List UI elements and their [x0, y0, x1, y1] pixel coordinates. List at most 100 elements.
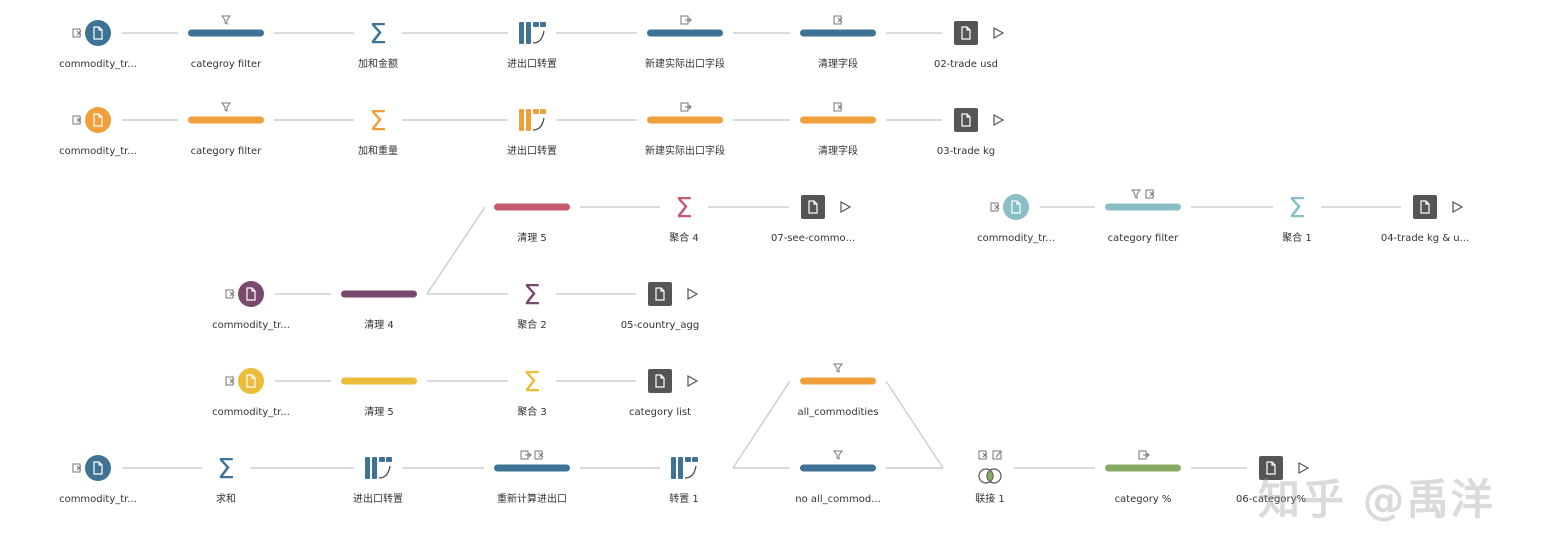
flow-step-clean[interactable]: categroy filter	[188, 15, 264, 70]
sigma-icon[interactable]: Σ	[369, 17, 387, 50]
input-node[interactable]	[85, 20, 111, 46]
flow-step-output[interactable]: 03-trade kg	[937, 108, 1005, 157]
pivot-icon[interactable]	[519, 22, 546, 44]
clean-step-bar[interactable]	[800, 29, 876, 37]
flow-step-aggregate[interactable]: Σ聚合 4	[669, 191, 699, 244]
flow-step-clean[interactable]: no all_commod...	[795, 450, 881, 505]
flow-step-input[interactable]: commodity_tr...	[212, 368, 290, 418]
run-flow-icon[interactable]	[1452, 200, 1464, 214]
run-flow-icon[interactable]	[993, 113, 1005, 127]
clean-step-bar[interactable]	[800, 377, 876, 385]
sigma-icon[interactable]: Σ	[523, 365, 541, 398]
flow-step-input[interactable]: commodity_tr...	[59, 455, 137, 505]
filter-icon	[221, 102, 231, 112]
flow-step-pivot[interactable]: 转置 1	[669, 457, 699, 505]
input-node[interactable]	[238, 368, 264, 394]
clean-step-bar[interactable]	[494, 203, 570, 211]
clean-step-bar[interactable]	[188, 116, 264, 124]
flow-step-label: commodity_tr...	[59, 494, 137, 505]
flow-step-label: category %	[1115, 494, 1172, 505]
document-icon	[1266, 461, 1276, 475]
flow-step-output[interactable]: 02-trade usd	[934, 21, 1005, 70]
flow-step-pivot[interactable]: 进出口转置	[507, 22, 557, 70]
flow-step-label: commodity_tr...	[212, 407, 290, 418]
document-icon	[93, 113, 103, 127]
flow-step-pivot[interactable]: 进出口转置	[353, 457, 403, 505]
clean-step-bar[interactable]	[647, 116, 723, 124]
flow-step-clean[interactable]: category %	[1105, 450, 1181, 505]
flow-step-output[interactable]: 04-trade kg & u...	[1381, 195, 1469, 244]
input-node[interactable]	[85, 455, 111, 481]
clean-step-bar[interactable]	[188, 29, 264, 37]
input-node[interactable]	[238, 281, 264, 307]
clean-step-bar[interactable]	[647, 29, 723, 37]
flow-step-input[interactable]: commodity_tr...	[59, 20, 137, 70]
flow-step-input[interactable]: commodity_tr...	[977, 194, 1055, 244]
flow-step-aggregate[interactable]: Σ求和	[216, 452, 236, 505]
clean-step-bar[interactable]	[1105, 203, 1181, 211]
flow-step-output[interactable]: 05-country_agg	[621, 282, 699, 331]
output-node[interactable]	[1413, 195, 1437, 219]
flow-step-clean[interactable]: 新建实际出口字段	[645, 15, 725, 70]
flow-step-output[interactable]: category list	[629, 369, 699, 418]
flow-step-clean[interactable]: all_commodities	[797, 363, 879, 418]
flow-step-input[interactable]: commodity_tr...	[212, 281, 290, 331]
output-node[interactable]	[801, 195, 825, 219]
sigma-icon[interactable]: Σ	[369, 104, 387, 137]
flow-step-aggregate[interactable]: Σ聚合 2	[517, 278, 547, 331]
flow-step-input[interactable]: commodity_tr...	[59, 107, 137, 157]
flow-step-clean[interactable]: category filter	[188, 102, 264, 157]
pivot-icon[interactable]	[671, 457, 698, 479]
flow-step-clean[interactable]: 清理字段	[800, 15, 876, 70]
calc-field-icon	[680, 102, 692, 112]
flow-step-aggregate[interactable]: Σ聚合 3	[517, 365, 547, 418]
flow-step-join[interactable]: 联接 1	[975, 450, 1005, 505]
sigma-icon[interactable]: Σ	[217, 452, 235, 485]
output-node[interactable]	[1259, 456, 1283, 480]
pivot-icon[interactable]	[365, 457, 392, 479]
output-node[interactable]	[954, 21, 978, 45]
flow-step-clean[interactable]: 新建实际出口字段	[645, 102, 725, 157]
flow-step-clean[interactable]: 清理字段	[800, 102, 876, 157]
output-node[interactable]	[648, 369, 672, 393]
flow-step-label: 07-see-commo...	[771, 233, 855, 244]
pivot-icon[interactable]	[519, 109, 546, 131]
clean-step-bar[interactable]	[494, 464, 570, 472]
flow-step-label: 进出口转置	[353, 492, 403, 505]
clean-step-bar[interactable]	[341, 290, 417, 298]
flow-step-aggregate[interactable]: Σ聚合 1	[1282, 191, 1312, 244]
input-node[interactable]	[1003, 194, 1029, 220]
clean-step-bar[interactable]	[341, 377, 417, 385]
flow-step-clean[interactable]: category filter	[1105, 189, 1181, 244]
flow-step-label: commodity_tr...	[59, 146, 137, 157]
clean-step-bar[interactable]	[800, 116, 876, 124]
flow-step-clean[interactable]: 清理 4	[341, 290, 417, 332]
sigma-icon[interactable]: Σ	[1288, 191, 1306, 224]
sigma-icon[interactable]: Σ	[523, 278, 541, 311]
input-node[interactable]	[85, 107, 111, 133]
remove-field-icon	[534, 450, 544, 460]
flow-step-output[interactable]: 06-category%	[1236, 456, 1310, 505]
run-flow-icon[interactable]	[993, 26, 1005, 40]
run-flow-icon[interactable]	[840, 200, 852, 214]
flow-step-pivot[interactable]: 进出口转置	[507, 109, 557, 157]
flow-step-clean[interactable]: 清理 5	[494, 203, 570, 245]
run-flow-icon[interactable]	[1298, 461, 1310, 475]
output-node[interactable]	[954, 108, 978, 132]
sigma-icon[interactable]: Σ	[675, 191, 693, 224]
flow-step-clean[interactable]: 清理 5	[341, 377, 417, 419]
run-flow-icon[interactable]	[687, 287, 699, 301]
flow-step-clean[interactable]: 重新计算进出口	[494, 450, 570, 505]
flow-step-output[interactable]: 07-see-commo...	[771, 195, 855, 244]
clean-step-bar[interactable]	[1105, 464, 1181, 472]
clean-step-bar[interactable]	[800, 464, 876, 472]
join-icon[interactable]	[978, 468, 1002, 484]
edit-icon	[992, 450, 1002, 460]
output-node[interactable]	[648, 282, 672, 306]
run-flow-icon[interactable]	[687, 374, 699, 388]
remove-field-icon	[72, 115, 82, 125]
filter-icon	[1131, 189, 1141, 199]
